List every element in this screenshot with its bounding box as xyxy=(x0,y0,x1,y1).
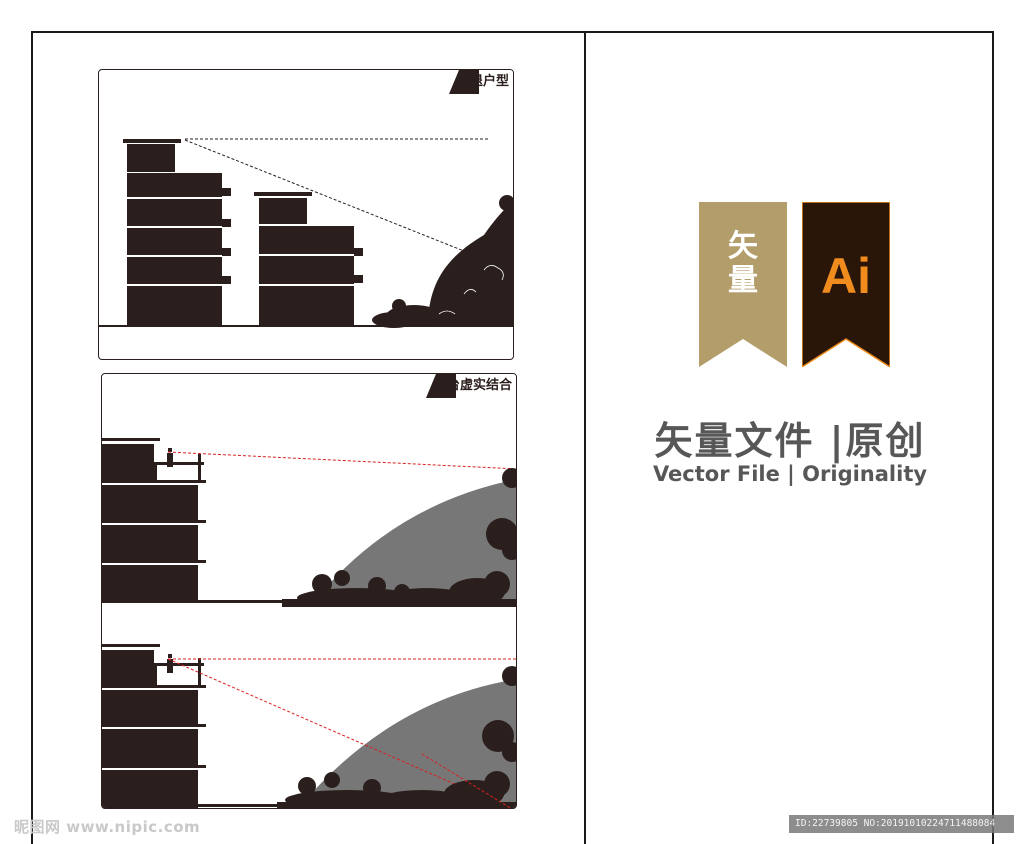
panel-top-setback: 顶退户型 xyxy=(98,69,514,360)
center-divider xyxy=(584,31,586,844)
building-lower xyxy=(102,644,288,808)
building-tall xyxy=(123,139,231,326)
panel-bottom-label: 露台虚实结合 xyxy=(425,374,516,398)
diagonal-sightline xyxy=(184,139,475,256)
vector-badge-text: 矢量 xyxy=(728,229,758,298)
sightline-upper xyxy=(167,451,516,470)
setback-section-drawing xyxy=(99,138,513,328)
ai-badge-text: Ai xyxy=(821,248,871,304)
vector-badge: 矢量 xyxy=(699,202,787,367)
vector-ribbon-shape xyxy=(699,202,787,367)
sightline-lower-diagonal-overlay xyxy=(421,753,512,808)
section-gap xyxy=(102,607,516,619)
tree-outlines xyxy=(438,265,504,315)
building-short xyxy=(254,192,363,326)
trees-upper xyxy=(282,468,516,608)
watermark-site: 昵图网 www.nipic.com xyxy=(14,818,201,836)
ai-ribbon-shape xyxy=(802,202,890,367)
ai-badge: Ai xyxy=(802,202,890,367)
slope-upper xyxy=(312,479,516,607)
watermark-id: ID:22739805 NO:20191010224711488084 xyxy=(789,815,1014,833)
trees-lower xyxy=(277,666,516,808)
page-frame xyxy=(31,31,994,844)
label-wedge xyxy=(448,70,479,94)
panel-bottom-terrace: 露台虚实结合 xyxy=(101,373,517,809)
panel-top-label: 顶退户型 xyxy=(448,70,513,94)
slope-lower xyxy=(302,679,516,806)
brand-title: 矢量文件 |原创 xyxy=(654,419,926,463)
building-upper xyxy=(102,438,288,603)
brand-subtitle: Vector File | Originality xyxy=(652,462,928,486)
terrace-section-drawing xyxy=(102,438,516,808)
tree-hill xyxy=(372,195,513,328)
label-wedge xyxy=(425,374,456,398)
